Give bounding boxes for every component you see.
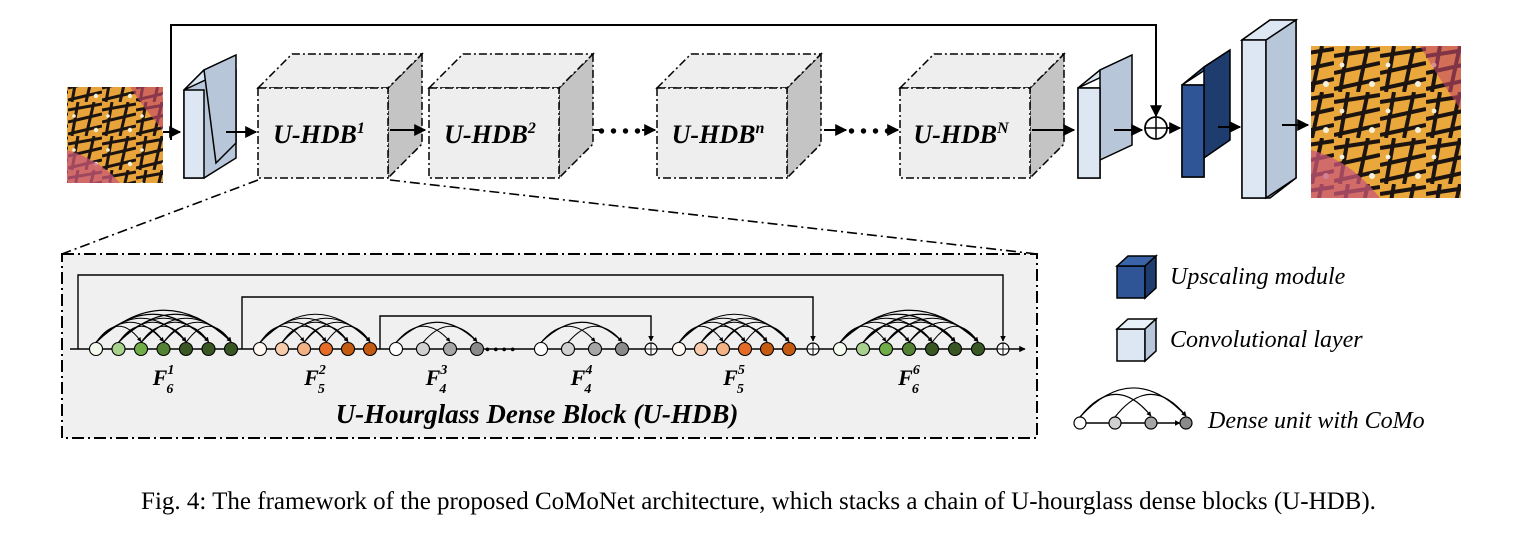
conv-layer-first bbox=[183, 53, 237, 179]
u-hdb-chain: U-HDB1 U-HDB2 U-HDBn U-HDBN bbox=[256, 52, 1076, 180]
legend-conv-label: Convolutional layer bbox=[1170, 327, 1363, 353]
dense-node bbox=[340, 341, 356, 357]
inset-title: U-Hourglass Dense Block (U-HDB) bbox=[336, 399, 739, 429]
zoom-guide-left bbox=[61, 179, 259, 255]
dense-node bbox=[832, 341, 848, 357]
dense-node bbox=[88, 341, 104, 357]
sum-node bbox=[644, 342, 658, 356]
u-hdb-block: U-HDB2 bbox=[427, 52, 595, 180]
dense-node bbox=[133, 341, 149, 357]
legend-dense-label: Dense unit with CoMo bbox=[1207, 408, 1425, 434]
dense-node bbox=[759, 341, 775, 357]
conv-layer-last bbox=[1077, 53, 1133, 179]
skip-connection bbox=[379, 315, 654, 349]
dense-node bbox=[901, 341, 917, 357]
dense-node bbox=[274, 341, 290, 357]
global-skip-connection bbox=[170, 24, 1162, 140]
dense-node bbox=[693, 341, 709, 357]
upscaling-module bbox=[1181, 48, 1231, 178]
legend-upscaling-icon bbox=[1115, 254, 1158, 300]
legend-conv-icon bbox=[1115, 317, 1158, 363]
legend: Upscaling module Convolutional layer Den… bbox=[1073, 254, 1425, 434]
dense-node bbox=[671, 341, 687, 357]
ellipsis-dots: • • • • bbox=[485, 343, 515, 358]
dense-node bbox=[970, 341, 986, 357]
dense-node bbox=[388, 341, 404, 357]
dense-node bbox=[737, 341, 753, 357]
conv-layer-output bbox=[1239, 18, 1299, 200]
dense-node bbox=[1144, 416, 1158, 430]
dense-node bbox=[442, 341, 458, 357]
dense-node bbox=[201, 341, 216, 357]
skip-connection bbox=[241, 296, 816, 349]
u-hdb-block: U-HDB1 bbox=[256, 52, 424, 180]
figure-caption: Fig. 4: The framework of the proposed Co… bbox=[141, 488, 1376, 515]
dense-node bbox=[156, 341, 171, 357]
u-hdb-label: U-HDBN bbox=[913, 120, 1010, 149]
output-image bbox=[1311, 46, 1461, 198]
legend-dense-icon bbox=[1073, 387, 1193, 430]
sum-node bbox=[1144, 116, 1168, 140]
dense-node bbox=[533, 341, 549, 357]
dense-node bbox=[587, 341, 603, 357]
ellipsis-dots: • • • • bbox=[848, 121, 891, 143]
dense-node bbox=[111, 341, 126, 357]
dense-node bbox=[715, 341, 731, 357]
sum-node bbox=[996, 342, 1010, 356]
u-hdb-block: U-HDBN bbox=[898, 52, 1066, 180]
u-hdb-label: U-HDB1 bbox=[273, 120, 365, 149]
dense-node bbox=[924, 341, 940, 357]
legend-upscaling-label: Upscaling module bbox=[1170, 264, 1346, 290]
u-hdb-block: U-HDBn bbox=[655, 52, 823, 180]
dense-node bbox=[178, 341, 194, 357]
dense-node bbox=[318, 341, 334, 357]
dense-node bbox=[362, 341, 378, 357]
dense-node bbox=[614, 341, 630, 357]
u-hdb-label: U-HDBn bbox=[672, 120, 765, 149]
dense-node bbox=[223, 341, 239, 357]
u-hdb-inset-panel bbox=[61, 253, 1038, 439]
sum-node bbox=[806, 342, 820, 356]
dense-node bbox=[469, 341, 485, 357]
dense-node bbox=[1179, 416, 1193, 430]
dense-node bbox=[252, 341, 268, 357]
dense-node bbox=[415, 341, 431, 357]
dense-node bbox=[296, 341, 312, 357]
dense-node bbox=[1108, 416, 1122, 430]
ellipsis-dots: • • • • bbox=[598, 121, 641, 143]
skip-connection bbox=[77, 274, 1006, 349]
dense-node bbox=[781, 341, 797, 357]
dense-node bbox=[878, 341, 894, 357]
dense-node bbox=[855, 341, 871, 357]
input-image bbox=[67, 87, 163, 183]
dense-node bbox=[1073, 416, 1087, 430]
dense-node bbox=[560, 341, 576, 357]
dense-node bbox=[947, 341, 963, 357]
zoom-guide-right bbox=[389, 179, 1038, 255]
u-hdb-label: U-HDB2 bbox=[444, 120, 536, 149]
